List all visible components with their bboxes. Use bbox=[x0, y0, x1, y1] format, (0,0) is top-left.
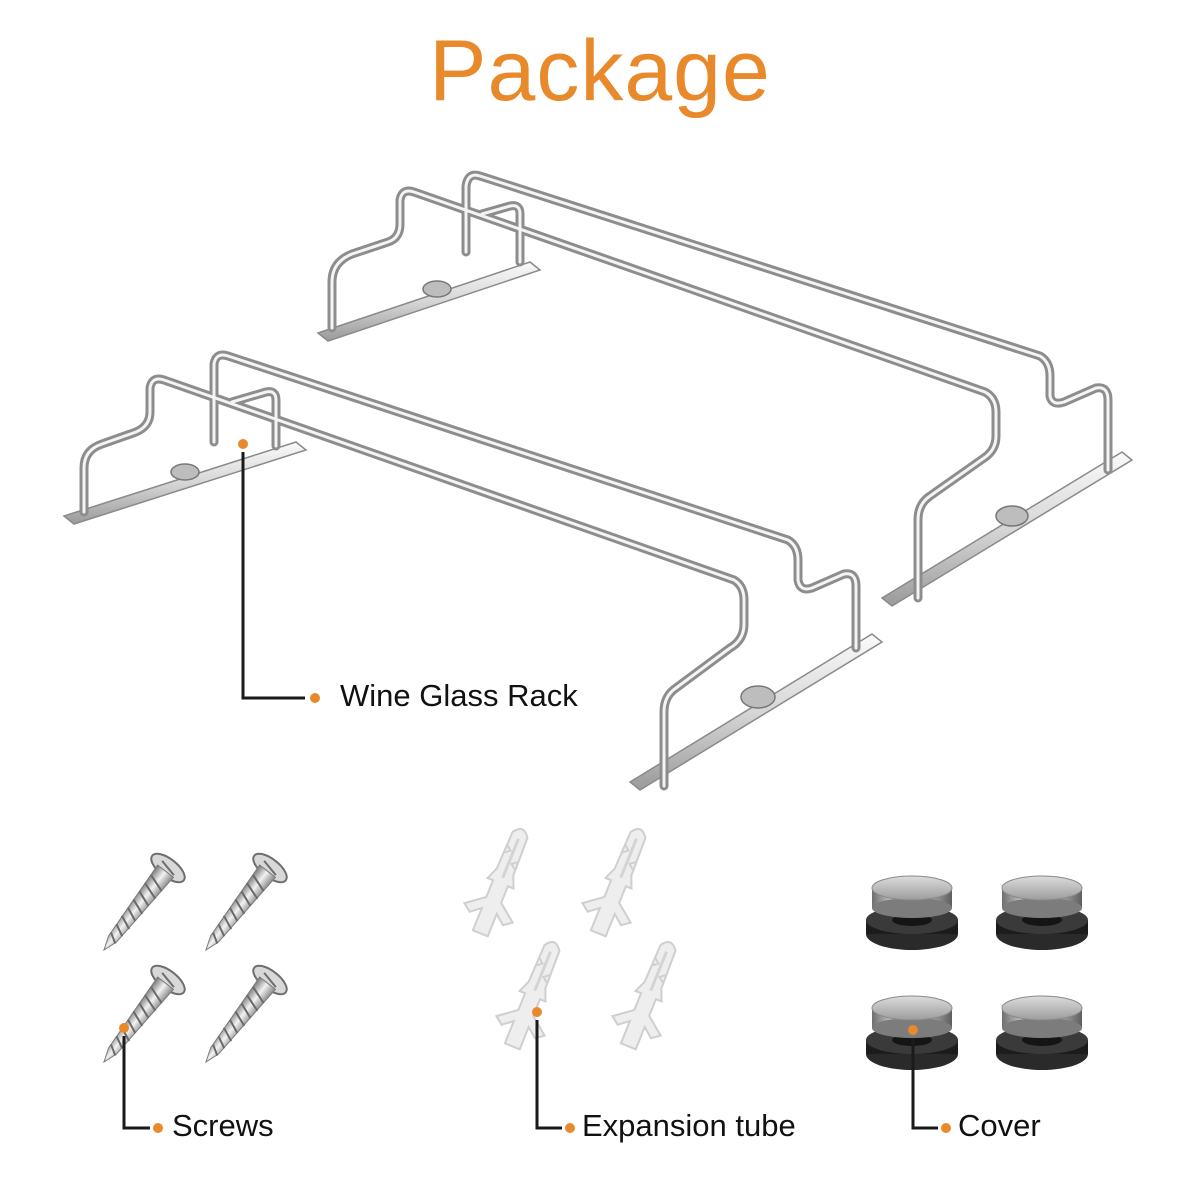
screws-group bbox=[103, 852, 288, 1064]
screw-icon bbox=[103, 852, 186, 952]
callout-dot bbox=[238, 439, 248, 449]
rack-mount-screw-cap bbox=[422, 280, 452, 298]
expansion-tube-icon bbox=[610, 941, 677, 1051]
callout-leader-line bbox=[535, 1020, 562, 1130]
covers-group bbox=[866, 875, 1088, 1070]
rack-mount-screw-cap bbox=[995, 505, 1029, 527]
expansion-tube-icon bbox=[494, 941, 561, 1051]
tube-callout bbox=[532, 1007, 575, 1133]
expansion-tubes-group bbox=[462, 828, 677, 1051]
screw-icon bbox=[205, 964, 288, 1064]
callout-dot bbox=[908, 1025, 918, 1035]
callout-leader-line bbox=[241, 452, 305, 700]
cover-cap-icon bbox=[996, 875, 1088, 950]
cover-label: Cover bbox=[958, 1108, 1041, 1143]
callout-dot bbox=[153, 1123, 163, 1133]
rack-mount-plate bbox=[628, 633, 884, 791]
callout-dot bbox=[941, 1123, 951, 1133]
rack-mount-screw-cap bbox=[170, 463, 200, 481]
callout-dot bbox=[310, 693, 320, 703]
rack-mount-plate bbox=[62, 441, 308, 525]
screw-icon bbox=[205, 852, 288, 952]
rack-mount-screw-cap bbox=[740, 685, 776, 709]
cover-cap-icon bbox=[866, 875, 958, 950]
rack-callout bbox=[238, 439, 320, 703]
screw-icon bbox=[103, 964, 186, 1064]
cover-cap-icon bbox=[996, 995, 1088, 1070]
callout-dot bbox=[565, 1123, 575, 1133]
expansion-tube-label: Expansion tube bbox=[582, 1108, 796, 1143]
screws-callout bbox=[119, 1023, 163, 1133]
rack-mount-plate bbox=[316, 261, 542, 342]
package-title: Package bbox=[429, 23, 771, 119]
rack-mount-plate bbox=[880, 451, 1134, 607]
cover-callout bbox=[908, 1025, 951, 1133]
wine-glass-rack-label: Wine Glass Rack bbox=[340, 678, 578, 713]
wine-glass-rack-front bbox=[62, 350, 884, 791]
callout-leader-line bbox=[911, 1038, 938, 1130]
callout-dot bbox=[532, 1007, 542, 1017]
screws-label: Screws bbox=[172, 1108, 274, 1143]
expansion-tube-icon bbox=[580, 828, 647, 938]
wine-glass-rack-rear bbox=[316, 170, 1134, 607]
callout-leader-line bbox=[122, 1036, 150, 1130]
callout-dot bbox=[119, 1023, 129, 1033]
expansion-tube-icon bbox=[462, 828, 529, 938]
